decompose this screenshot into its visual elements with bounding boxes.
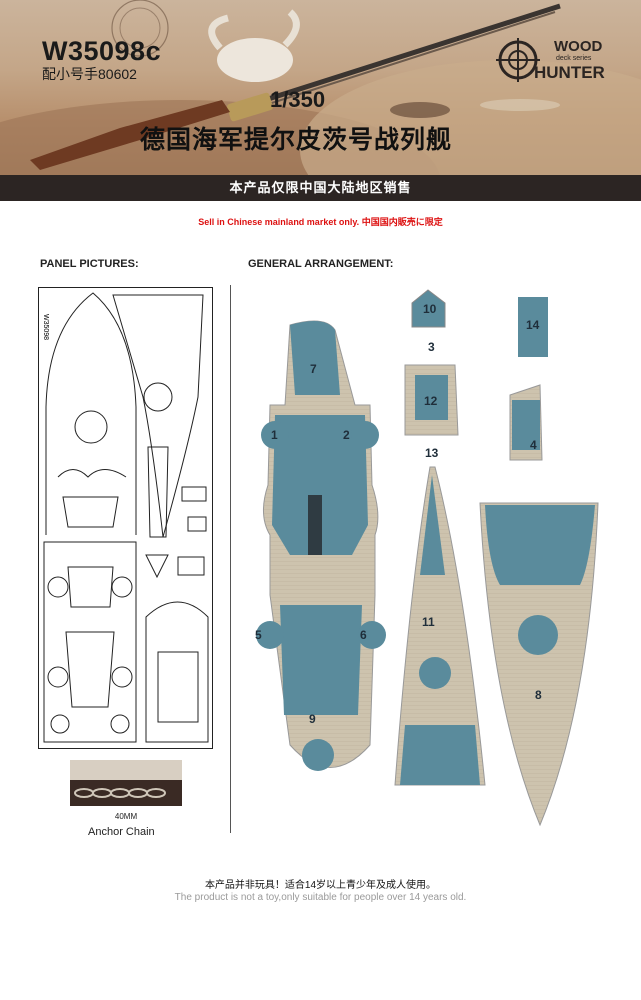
skull-shape — [217, 38, 293, 82]
crosshair-icon — [496, 38, 540, 82]
chain-links — [74, 788, 166, 798]
scale-label: 1/350 — [270, 87, 326, 112]
part-number: 2 — [343, 428, 350, 442]
header-banner-image: W35098c 配小号手80602 1/350 德国海军提尔皮茨号战列舰 WOO… — [0, 0, 641, 175]
chain-ruler — [70, 760, 182, 780]
chain-dimension: 40MM — [114, 812, 138, 821]
anchor-chain-label: Anchor Chain — [88, 826, 155, 838]
panel-pictures-label: PANEL PICTURES: — [40, 258, 139, 270]
part-number: 4 — [530, 438, 537, 452]
part-number: 13 — [425, 446, 439, 460]
part-tower — [518, 297, 548, 357]
panel-code: W35098 — [42, 314, 49, 340]
part-number: 11 — [422, 615, 435, 629]
matching-kit-label: 配小号手80602 — [42, 66, 137, 82]
wood-hunter-logo: WOOD deck series HUNTER — [496, 36, 616, 88]
market-notice-en: Sell in Chinese mainland market only. — [198, 217, 360, 227]
part-bow-deck — [394, 466, 486, 786]
footer-warning-cn: 本产品并非玩具！适合14岁以上青少年及成人使用。 — [204, 880, 437, 891]
outline-midship — [43, 541, 137, 743]
rifle-stock — [30, 100, 230, 170]
rifle-receiver — [227, 92, 273, 122]
market-notice: Sell in Chinese mainland market only. 中国… — [0, 215, 641, 228]
brand-top: WOOD — [554, 38, 603, 55]
part-number: 1 — [271, 428, 278, 442]
part-number: 7 — [310, 362, 317, 376]
part-number: 5 — [255, 628, 262, 642]
market-notice-cn: 中国国内販売に限定 — [361, 217, 443, 227]
footer-warning-en: The product is not a toy,only suitable f… — [174, 892, 467, 903]
part-number: 12 — [424, 394, 438, 408]
product-code: W35098c — [42, 36, 162, 66]
part-number: 8 — [535, 688, 542, 702]
part-small-top — [411, 289, 446, 328]
brand-bottom: HUNTER — [534, 63, 605, 82]
brand-series: deck series — [556, 55, 592, 62]
rifle-barrel — [239, 3, 561, 111]
panel-outline-drawing: W35098 — [38, 287, 213, 749]
general-arrangement-label: GENERAL ARRANGEMENT: — [248, 258, 394, 270]
general-arrangement-drawing — [256, 289, 599, 827]
part-number: 14 — [526, 318, 540, 332]
part-number: 9 — [309, 712, 316, 726]
section-divider — [230, 285, 231, 833]
part-number: 3 — [428, 340, 435, 354]
part-number: 10 — [423, 302, 437, 316]
rifle-and-skull-illustration — [30, 0, 561, 170]
region-banner: 本产品仅限中国大陆地区销售 — [0, 175, 641, 201]
ship-title: 德国海军提尔皮茨号战列舰 — [140, 126, 453, 154]
part-number: 6 — [360, 628, 367, 642]
outline-bow — [45, 292, 137, 535]
